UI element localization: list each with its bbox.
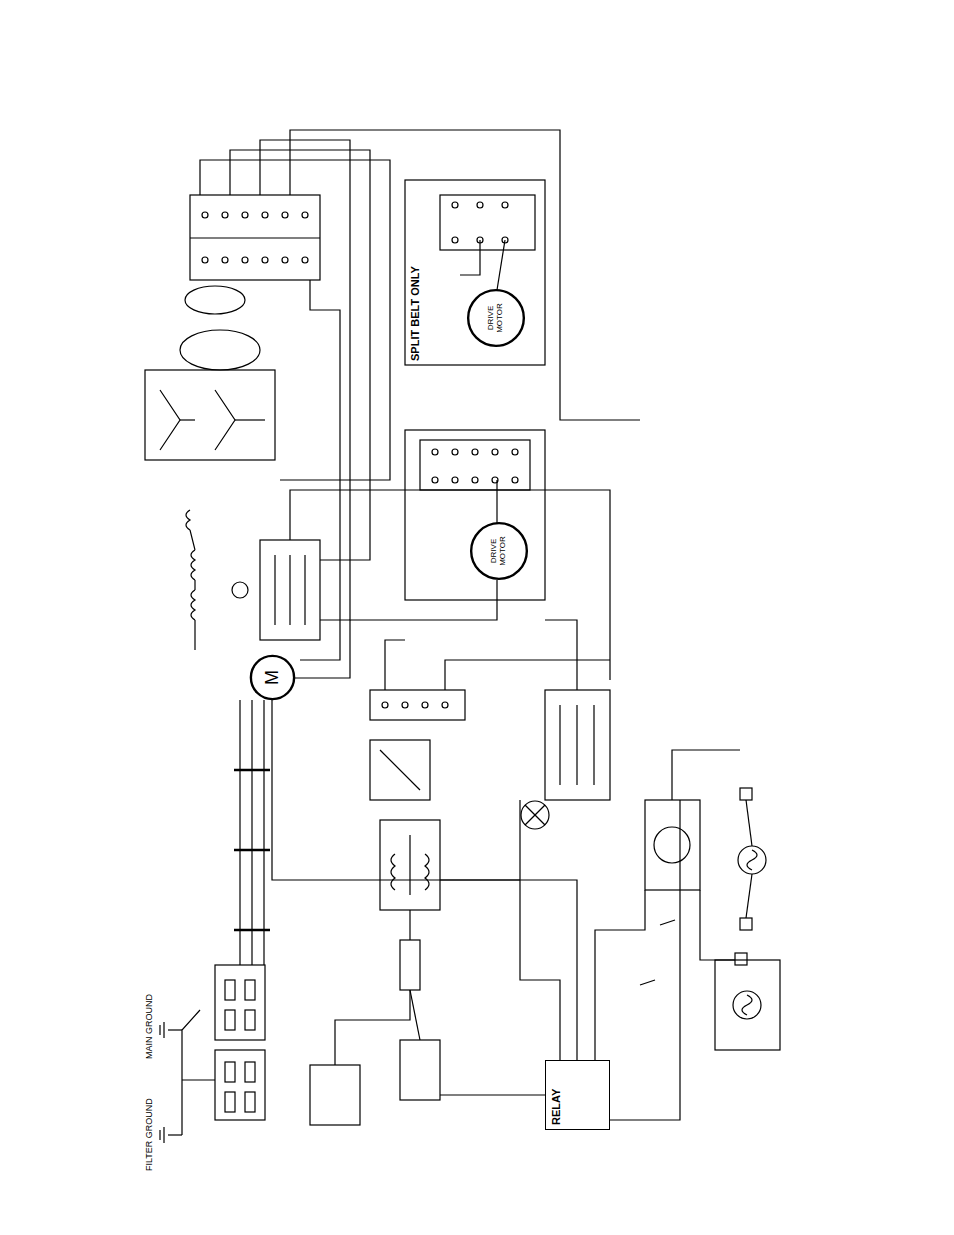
node-label: SPLIT BELT ONLY (409, 184, 421, 361)
node-label: RELAY (550, 1065, 562, 1125)
diagram-stage: SPLIT BELT ONLY DRIVE MOTOR DRIVE MOTOR REL… (140, 80, 760, 1180)
motor-circle: DRIVE MOTOR (470, 522, 528, 580)
node-label: DRIVE MOTOR (490, 527, 508, 575)
ground-label: MAIN GROUND (144, 993, 154, 1060)
wire-connector (272, 700, 577, 1060)
node-label: DRIVE MOTOR (487, 294, 505, 342)
connector-layer (140, 80, 760, 1180)
motor-circle: DRIVE MOTOR (467, 289, 525, 347)
split-belt-box: SPLIT BELT ONLY DRIVE MOTOR (405, 176, 545, 365)
ground-label: FILTER GROUND (144, 1097, 154, 1172)
relay-box: RELAY (545, 1060, 610, 1130)
wire-connector (295, 580, 497, 678)
wiring-illustration (140, 80, 760, 1180)
node-label: M (263, 670, 283, 685)
motor-symbol: M (250, 655, 295, 700)
